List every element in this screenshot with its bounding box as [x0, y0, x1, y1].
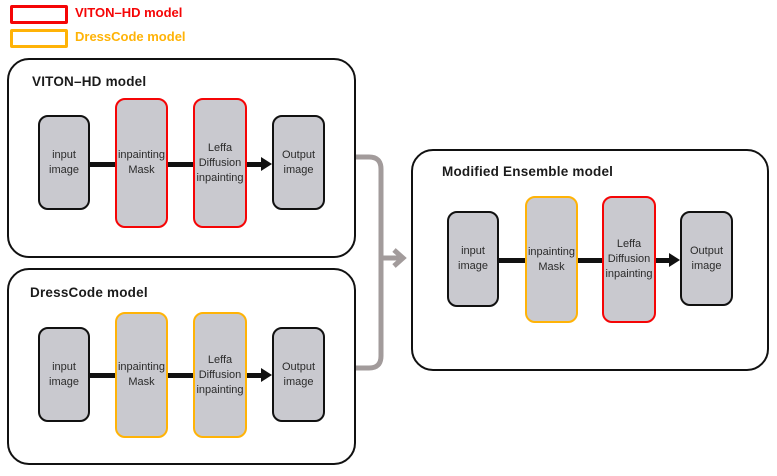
flow-line	[247, 162, 262, 167]
flow-line	[90, 373, 115, 378]
flow-line	[578, 258, 602, 263]
node-output-image: Output image	[680, 211, 733, 306]
merge-arrowhead-icon	[392, 248, 407, 268]
legend-label-viton-hd: VITON–HD model	[75, 5, 183, 20]
node-output-image: Output image	[272, 115, 325, 210]
legend-label-dresscode: DressCode model	[75, 29, 186, 44]
node-inpainting-mask: inpainting Mask	[115, 98, 168, 228]
flow-line	[168, 373, 193, 378]
node-input-image: input image	[447, 211, 499, 307]
node-inpainting-mask: inpainting Mask	[525, 196, 578, 323]
node-input-image: input image	[38, 115, 90, 210]
node-input-image: input image	[38, 327, 90, 422]
flow-arrowhead-icon	[669, 253, 680, 267]
merge-connector-path	[356, 154, 384, 371]
node-leffa-diffusion-inpainting: Leffa Diffusion inpainting	[602, 196, 656, 323]
flow-arrowhead-icon	[261, 157, 272, 171]
flow-line	[499, 258, 525, 263]
node-leffa-diffusion-inpainting: Leffa Diffusion inpainting	[193, 98, 247, 228]
flow-line	[168, 162, 193, 167]
panel-modified-ensemble: Modified Ensemble model input image inpa…	[411, 149, 769, 371]
flow-arrowhead-icon	[261, 368, 272, 382]
panel-dresscode: DressCode model input image inpainting M…	[7, 268, 356, 465]
flow-line	[247, 373, 262, 378]
node-output-image: Output image	[272, 327, 325, 422]
node-inpainting-mask: inpainting Mask	[115, 312, 168, 438]
legend-swatch-viton-hd	[10, 5, 68, 24]
legend-swatch-dresscode	[10, 29, 68, 48]
node-leffa-diffusion-inpainting: Leffa Diffusion inpainting	[193, 312, 247, 438]
flow-line	[656, 258, 670, 263]
panel-title: Modified Ensemble model	[442, 164, 614, 179]
panel-title: VITON–HD model	[32, 74, 147, 89]
panel-title: DressCode model	[30, 285, 148, 300]
flow-line	[90, 162, 115, 167]
panel-viton-hd: VITON–HD model input image inpainting Ma…	[7, 58, 356, 258]
